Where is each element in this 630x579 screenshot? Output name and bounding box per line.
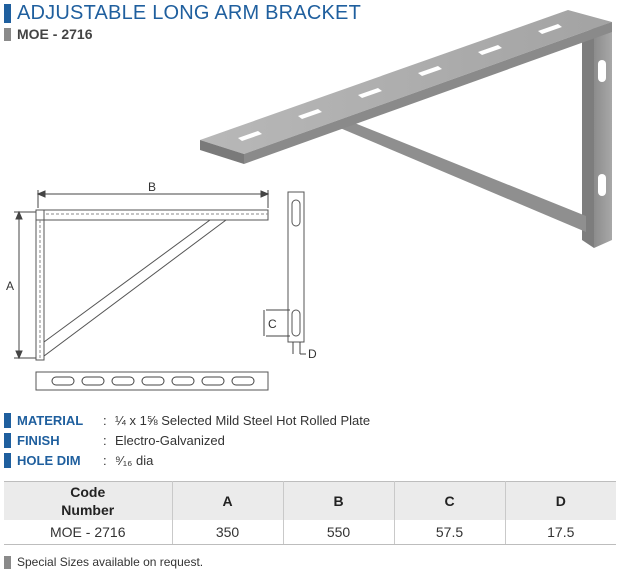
dimension-a-arrow-bottom	[15, 350, 23, 360]
table-header-row: Code Number A B C D	[4, 481, 616, 520]
dimension-a-label: A	[6, 279, 14, 293]
post-slot-bottom	[598, 174, 606, 196]
end-view-slot-top	[291, 199, 301, 227]
spec-marker	[4, 452, 11, 468]
bracket-photo	[200, 10, 612, 248]
product-code-row: MOE - 2716	[4, 26, 92, 42]
bracket-post	[594, 22, 612, 248]
dimension-a-arrow-top	[15, 210, 23, 220]
footnote-marker	[4, 555, 11, 569]
dimensions-table: Code Number A B C D MOE - 2716 350 550 5…	[4, 481, 616, 545]
cell-a: 350	[171, 520, 283, 545]
dimension-b-label: B	[148, 180, 156, 194]
technical-drawing: B A C D	[6, 180, 317, 391]
spec-marker	[4, 432, 11, 448]
bracket-arm-face	[244, 22, 612, 164]
spec-label: FINISH	[17, 432, 60, 448]
dimension-c-label: C	[268, 317, 277, 331]
header-code-number: Code Number	[4, 481, 172, 520]
cell-d: 17.5	[504, 520, 616, 545]
cell-c: 57.5	[393, 520, 505, 545]
spec-colon: :	[103, 452, 107, 468]
header-d: D	[504, 481, 616, 520]
header-c: C	[393, 481, 505, 520]
cell-code: MOE - 2716	[4, 520, 172, 545]
bracket-arm-top	[200, 10, 612, 154]
post-slot-top	[598, 60, 606, 82]
header-b: B	[282, 481, 394, 520]
spec-colon: :	[103, 432, 107, 448]
spec-marker	[4, 412, 11, 428]
title-row: ADJUSTABLE LONG ARM BRACKET	[4, 2, 361, 24]
dimension-b-arrow-left	[36, 190, 46, 198]
arm-slots	[238, 24, 562, 141]
spec-colon: :	[103, 412, 107, 428]
product-code: MOE - 2716	[17, 26, 93, 42]
footnote-row: Special Sizes available on request.	[4, 554, 203, 570]
spec-list: MATERIAL : ¼ x 1⅝ Selected Mild Steel Ho…	[4, 410, 524, 470]
bracket-post-side	[582, 28, 594, 248]
bracket-arm-lip	[200, 140, 244, 164]
drawing-post	[35, 209, 45, 361]
plan-view-slots	[51, 376, 255, 386]
title-marker	[4, 3, 11, 23]
spec-hole-dim: HOLE DIM : ⁹⁄₁₆ dia	[4, 450, 524, 470]
bracket-brace	[340, 122, 586, 232]
table-row: MOE - 2716 350 550 57.5 17.5	[4, 520, 616, 545]
end-view-slot-bottom	[291, 309, 301, 337]
drawing-end-view	[287, 191, 305, 343]
drawing-plan-view	[35, 371, 269, 391]
footnote: Special Sizes available on request.	[17, 555, 204, 569]
dimension-d-label: D	[308, 347, 317, 361]
product-code-marker	[4, 27, 11, 41]
header-code-line2: Number	[61, 502, 115, 518]
spec-finish: FINISH : Electro-Galvanized	[4, 430, 524, 450]
spec-value: ¼ x 1⅝ Selected Mild Steel Hot Rolled Pl…	[115, 412, 371, 428]
page-title: ADJUSTABLE LONG ARM BRACKET	[17, 1, 361, 24]
spec-label: MATERIAL	[17, 412, 84, 428]
spec-value: Electro-Galvanized	[115, 432, 225, 448]
spec-value: ⁹⁄₁₆ dia	[115, 452, 154, 468]
drawing-brace	[43, 219, 228, 357]
spec-material: MATERIAL : ¼ x 1⅝ Selected Mild Steel Ho…	[4, 410, 524, 430]
header-a: A	[171, 481, 283, 520]
cell-b: 550	[282, 520, 394, 545]
dimension-b-arrow-right	[260, 190, 270, 198]
spec-label: HOLE DIM	[17, 452, 81, 468]
header-code-line1: Code	[70, 484, 106, 500]
drawing-arm	[35, 209, 269, 221]
